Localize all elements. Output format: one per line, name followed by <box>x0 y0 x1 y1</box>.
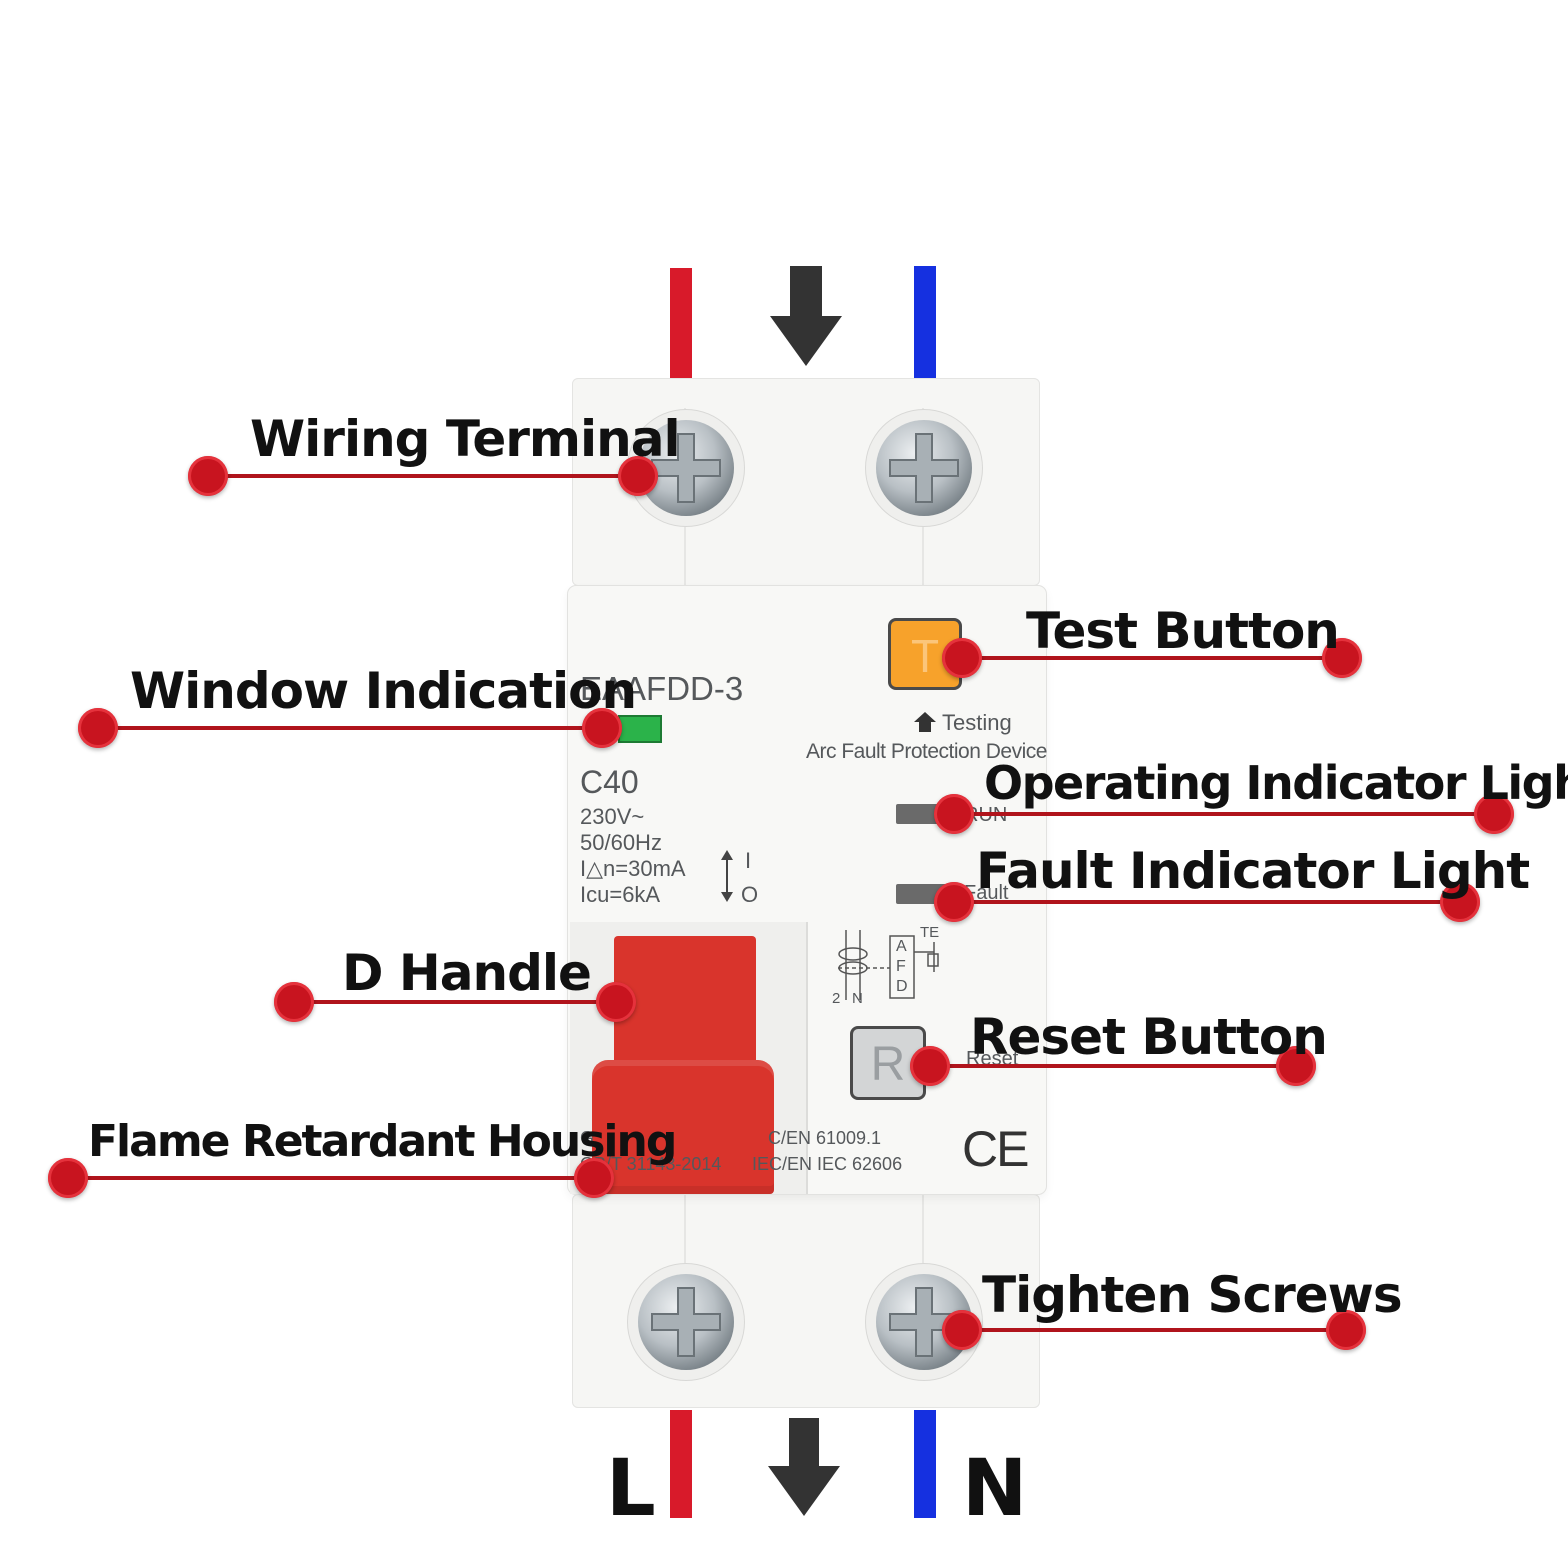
callout-dot <box>942 638 982 678</box>
callout-dot <box>1276 1046 1316 1086</box>
test-button[interactable]: T <box>888 618 962 690</box>
callout-dot <box>1474 794 1514 834</box>
test-button-letter: T <box>910 630 940 682</box>
terminal-screw-bottom-left[interactable] <box>638 1274 734 1370</box>
off-symbol: O <box>741 882 759 907</box>
callout-dot <box>188 456 228 496</box>
schematic-letter-a: A <box>896 938 907 955</box>
home-arrow-icon <box>914 712 936 732</box>
model-label: EAAFDD-3 <box>580 670 744 707</box>
callout-dot <box>574 1158 614 1198</box>
fault-label: Fault <box>964 882 1009 904</box>
neutral-label: N <box>962 1444 1028 1534</box>
callout-line-tighten-screws <box>962 1328 1346 1332</box>
callout-line-flame-housing <box>68 1176 594 1180</box>
rating-label: C40 <box>580 764 639 800</box>
terminal-screw-top-right[interactable] <box>876 420 972 516</box>
terminal-screw-bottom-right[interactable] <box>876 1274 972 1370</box>
line-wire-bottom <box>670 1410 692 1518</box>
callout-dot <box>1440 882 1480 922</box>
down-arrow-icon <box>770 266 842 366</box>
callout-line-operating-indicator <box>954 812 1494 816</box>
frequency-label: 50/60Hz <box>580 830 662 855</box>
callout-line-d-handle <box>294 1000 616 1004</box>
line-wire-top <box>670 268 692 380</box>
schematic-letter-f: F <box>896 958 906 975</box>
callout-fault-indicator-light: Fault Indicator Light <box>976 842 1530 900</box>
callout-dot <box>582 708 622 748</box>
callout-line-reset-button <box>930 1064 1296 1068</box>
callout-dot <box>274 982 314 1022</box>
reset-button-letter: R <box>870 1038 906 1091</box>
schematic-n: N <box>852 990 863 1007</box>
standard-2a: GB/T 31143-2014 <box>580 1154 722 1174</box>
callout-dot <box>596 982 636 1022</box>
ce-mark: CE <box>962 1121 1029 1177</box>
residual-current-label: I△n=30mA <box>580 856 686 881</box>
callout-line-window-indication <box>98 726 602 730</box>
callout-dot <box>48 1158 88 1198</box>
callout-line-fault-indicator <box>954 900 1460 904</box>
testing-label: Testing <box>942 710 1012 735</box>
callout-flame-retardant-housing: Flame Retardant Housing <box>88 1116 677 1167</box>
device-name-label: Arc Fault Protection Device <box>806 740 1047 763</box>
callout-d-handle: D Handle <box>342 944 592 1002</box>
standard-1b: C/EN 61009.1 <box>768 1128 882 1148</box>
schematic-letter-d: D <box>896 978 908 995</box>
callout-dot <box>1326 1310 1366 1350</box>
on-symbol: I <box>745 848 752 873</box>
schematic-2: 2 <box>832 990 841 1007</box>
callout-line-wiring-terminal <box>208 474 638 478</box>
d-handle-grip[interactable] <box>592 1060 774 1194</box>
down-arrow-icon <box>768 1418 840 1516</box>
callout-operating-indicator-light: Operating Indicator Light <box>984 756 1568 810</box>
callout-line-test-button <box>962 656 1342 660</box>
callout-dot <box>942 1310 982 1350</box>
callout-dot <box>934 794 974 834</box>
callout-wiring-terminal: Wiring Terminal <box>250 410 681 468</box>
callout-dot <box>618 456 658 496</box>
terminal-screw-top-left[interactable] <box>638 420 734 516</box>
circuit-schematic-icon <box>838 930 939 1000</box>
breaking-capacity-label: Icu=6kA <box>580 882 661 907</box>
standard-1a: G <box>580 1128 595 1148</box>
neutral-wire-bottom <box>914 1410 936 1518</box>
callout-window-indication: Window Indication <box>130 662 637 720</box>
callout-test-button: Test Button <box>1026 602 1340 660</box>
callout-dot <box>910 1046 950 1086</box>
neutral-wire-top <box>914 266 936 380</box>
callout-reset-button: Reset Button <box>970 1008 1328 1066</box>
callout-tighten-screws: Tighten Screws <box>982 1266 1403 1324</box>
callout-dot <box>78 708 118 748</box>
callout-dot <box>934 882 974 922</box>
callout-dot <box>1322 638 1362 678</box>
standard-2b: IEC/EN IEC 62606 <box>752 1154 903 1174</box>
up-down-arrow-icon <box>721 850 733 902</box>
voltage-label: 230V~ <box>580 804 645 829</box>
line-label: L <box>606 1444 656 1534</box>
schematic-te: TE <box>920 924 940 941</box>
